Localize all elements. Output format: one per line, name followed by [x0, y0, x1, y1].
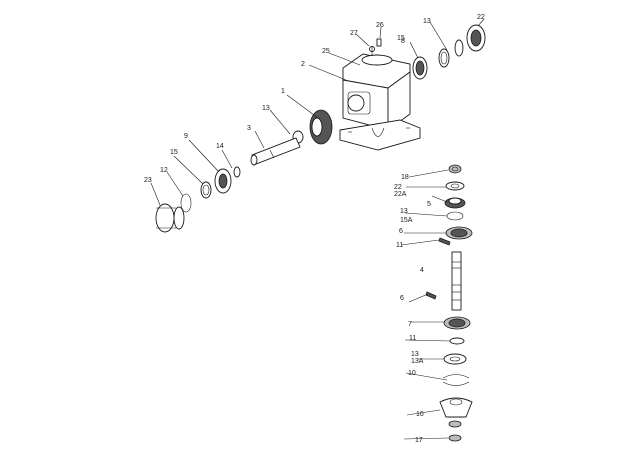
label-13-mid: 13 [400, 208, 408, 215]
label-7: 7 [408, 321, 412, 328]
gearbox-housing [339, 53, 421, 151]
top-cover-plug [369, 38, 382, 56]
label-9: 9 [184, 133, 188, 140]
label-13-upper: 13 [423, 18, 431, 25]
label-10: 10 [408, 370, 416, 377]
callout-labels: 1 2 3 4 5 6 6 7 8 9 10 11 11 12 13 13 13… [144, 14, 485, 444]
label-13-gear: 13 [262, 105, 270, 112]
label-3: 3 [247, 125, 251, 132]
label-14: 14 [216, 143, 224, 150]
label-2: 2 [301, 61, 305, 68]
left-bearing-set [155, 166, 241, 233]
label-12: 12 [160, 167, 168, 174]
label-18: 18 [401, 174, 409, 181]
label-15-upper: 15 [397, 35, 405, 42]
label-1: 1 [281, 88, 285, 95]
leader-lines [150, 18, 485, 440]
label-13-lower: 13 [411, 351, 419, 358]
label-8: 8 [401, 38, 405, 45]
label-25: 25 [322, 48, 330, 55]
label-27: 27 [350, 30, 358, 37]
label-11-lower: 11 [409, 335, 416, 342]
label-15-left: 15 [170, 149, 178, 156]
label-5: 5 [427, 201, 431, 208]
label-23: 23 [144, 177, 152, 184]
horizontal-shaft [250, 137, 301, 166]
label-6-bearing: 6 [399, 228, 403, 235]
label-11-key: 11 [396, 242, 403, 249]
upper-right-bearing-set [412, 24, 486, 80]
label-4: 4 [420, 267, 424, 274]
label-22-upper: 22 [477, 14, 485, 21]
label-17: 17 [415, 437, 423, 444]
label-15a: 15A [400, 217, 413, 224]
label-16: 16 [416, 411, 424, 418]
label-26: 26 [376, 22, 384, 29]
vertical-parts-stack [425, 164, 473, 442]
label-13a: 13A [411, 358, 424, 365]
label-6-shaft: 6 [400, 295, 404, 302]
label-22a: 22A [394, 191, 407, 198]
label-22-mid: 22 [394, 184, 402, 191]
bevel-gear-upper [292, 109, 333, 145]
